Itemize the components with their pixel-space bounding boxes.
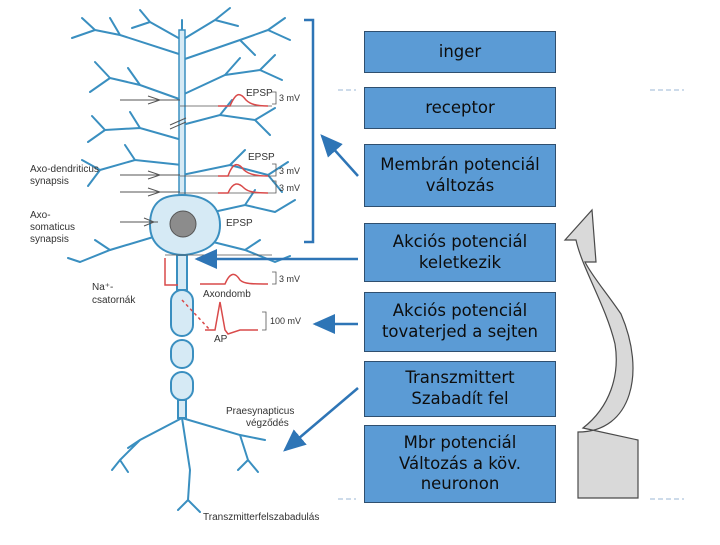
mv-label-2: 3 mV (279, 166, 300, 176)
axondomb-label: Axondomb (203, 289, 251, 300)
axo-dendriticus-label: Axo-dendriticus (30, 164, 99, 175)
na-channel-label: Na⁺- (92, 282, 113, 293)
mv-label-100: 100 mV (270, 316, 301, 326)
axo-label: Axo- (30, 210, 51, 221)
somaticus-label: somaticus (30, 222, 75, 233)
synapsis-label-2: synapsis (30, 234, 69, 245)
epsp-label-1: EPSP (246, 88, 273, 99)
axon-terminals (111, 417, 266, 513)
transzmitter-label: Transzmitterfelszabadulás (203, 512, 319, 523)
synapsis-label-1: synapsis (30, 176, 69, 187)
cycle-arrow (563, 208, 639, 499)
dendrite-bracket (304, 18, 315, 244)
vegzodes-label: végződés (246, 418, 289, 429)
mv-label-1: 3 mV (279, 93, 300, 103)
praesynapticus-label: Praesynapticus (226, 406, 294, 417)
epsp-label-2: EPSP (248, 152, 275, 163)
csatornak-label: csatornák (92, 295, 136, 306)
step-inger: inger (364, 31, 556, 73)
nucleus (169, 210, 197, 238)
step-action-potential-propagates: Akciós potenciál tovaterjed a sejten (364, 292, 556, 352)
synapse-pointers (120, 95, 187, 227)
step-transmitter-release: Transzmittert Szabadít fel (364, 361, 556, 417)
mv-label-3: 3 mV (279, 183, 300, 193)
guide-lines (338, 89, 684, 500)
epsp-label-3: EPSP (226, 218, 253, 229)
connector-arrows (194, 134, 359, 452)
step-receptor: receptor (364, 87, 556, 129)
mv-label-4: 3 mV (279, 274, 300, 284)
dendrite-tree (67, 7, 296, 263)
axon (170, 254, 194, 419)
step-next-neuron-potential: Mbr potenciál Változás a köv. neuronon (364, 425, 556, 503)
potential-traces (164, 93, 269, 335)
step-action-potential-arises: Akciós potenciál keletkezik (364, 223, 556, 282)
ap-label: AP (214, 334, 228, 345)
step-membrane-potential-change: Membrán potenciál változás (364, 144, 556, 207)
